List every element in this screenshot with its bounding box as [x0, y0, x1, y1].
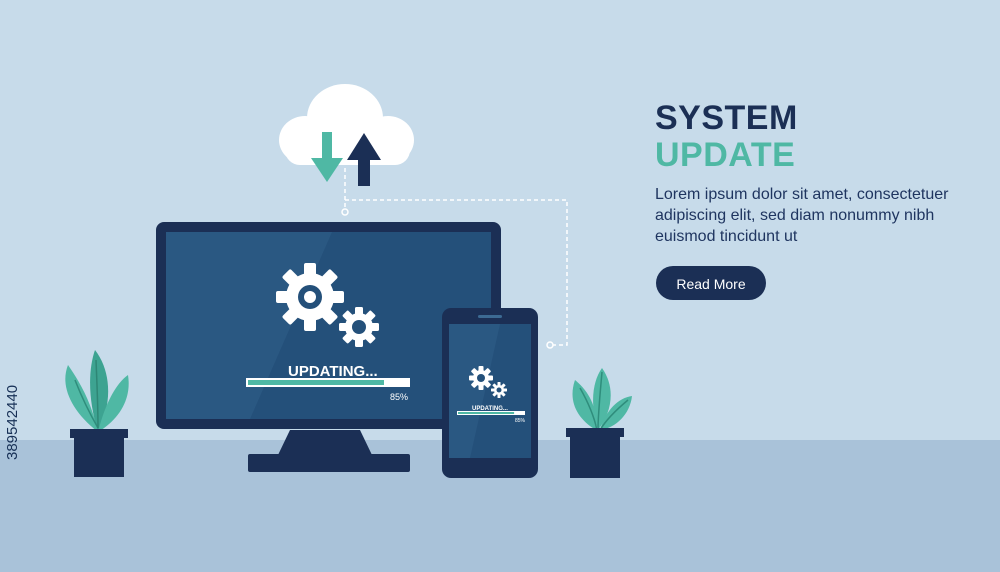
read-more-button[interactable]: Read More — [656, 266, 766, 300]
plant-icon — [566, 368, 632, 478]
hero-description: Lorem ipsum dolor sit amet, consectetuer… — [655, 186, 949, 245]
monitor-percent-label: 85% — [390, 392, 408, 402]
phone-percent-label: 85% — [515, 418, 526, 424]
phone — [442, 308, 538, 478]
monitor-status-label: UPDATING... — [288, 363, 378, 380]
sync-connector — [344, 168, 568, 346]
gear-icon — [339, 307, 379, 347]
cloud-icon — [279, 84, 414, 165]
upload-arrow-icon — [347, 133, 381, 186]
hero-text: SYSTEM UPDATE Lorem ipsum dolor sit amet… — [655, 100, 975, 247]
phone-progress-fill — [458, 412, 515, 414]
hero-title-line1: SYSTEM — [655, 99, 798, 137]
gear-icon — [276, 263, 344, 331]
stock-id-label: 389542440 — [4, 384, 21, 460]
monitor-progress-fill — [248, 380, 384, 385]
gear-icon — [469, 366, 493, 390]
monitor — [156, 222, 501, 472]
gear-icon — [491, 382, 507, 398]
download-arrow-icon — [311, 132, 343, 182]
plant-icon — [65, 350, 129, 477]
phone-status-label: UPDATING... — [472, 406, 508, 412]
hero-title-line2: UPDATE — [655, 136, 796, 174]
